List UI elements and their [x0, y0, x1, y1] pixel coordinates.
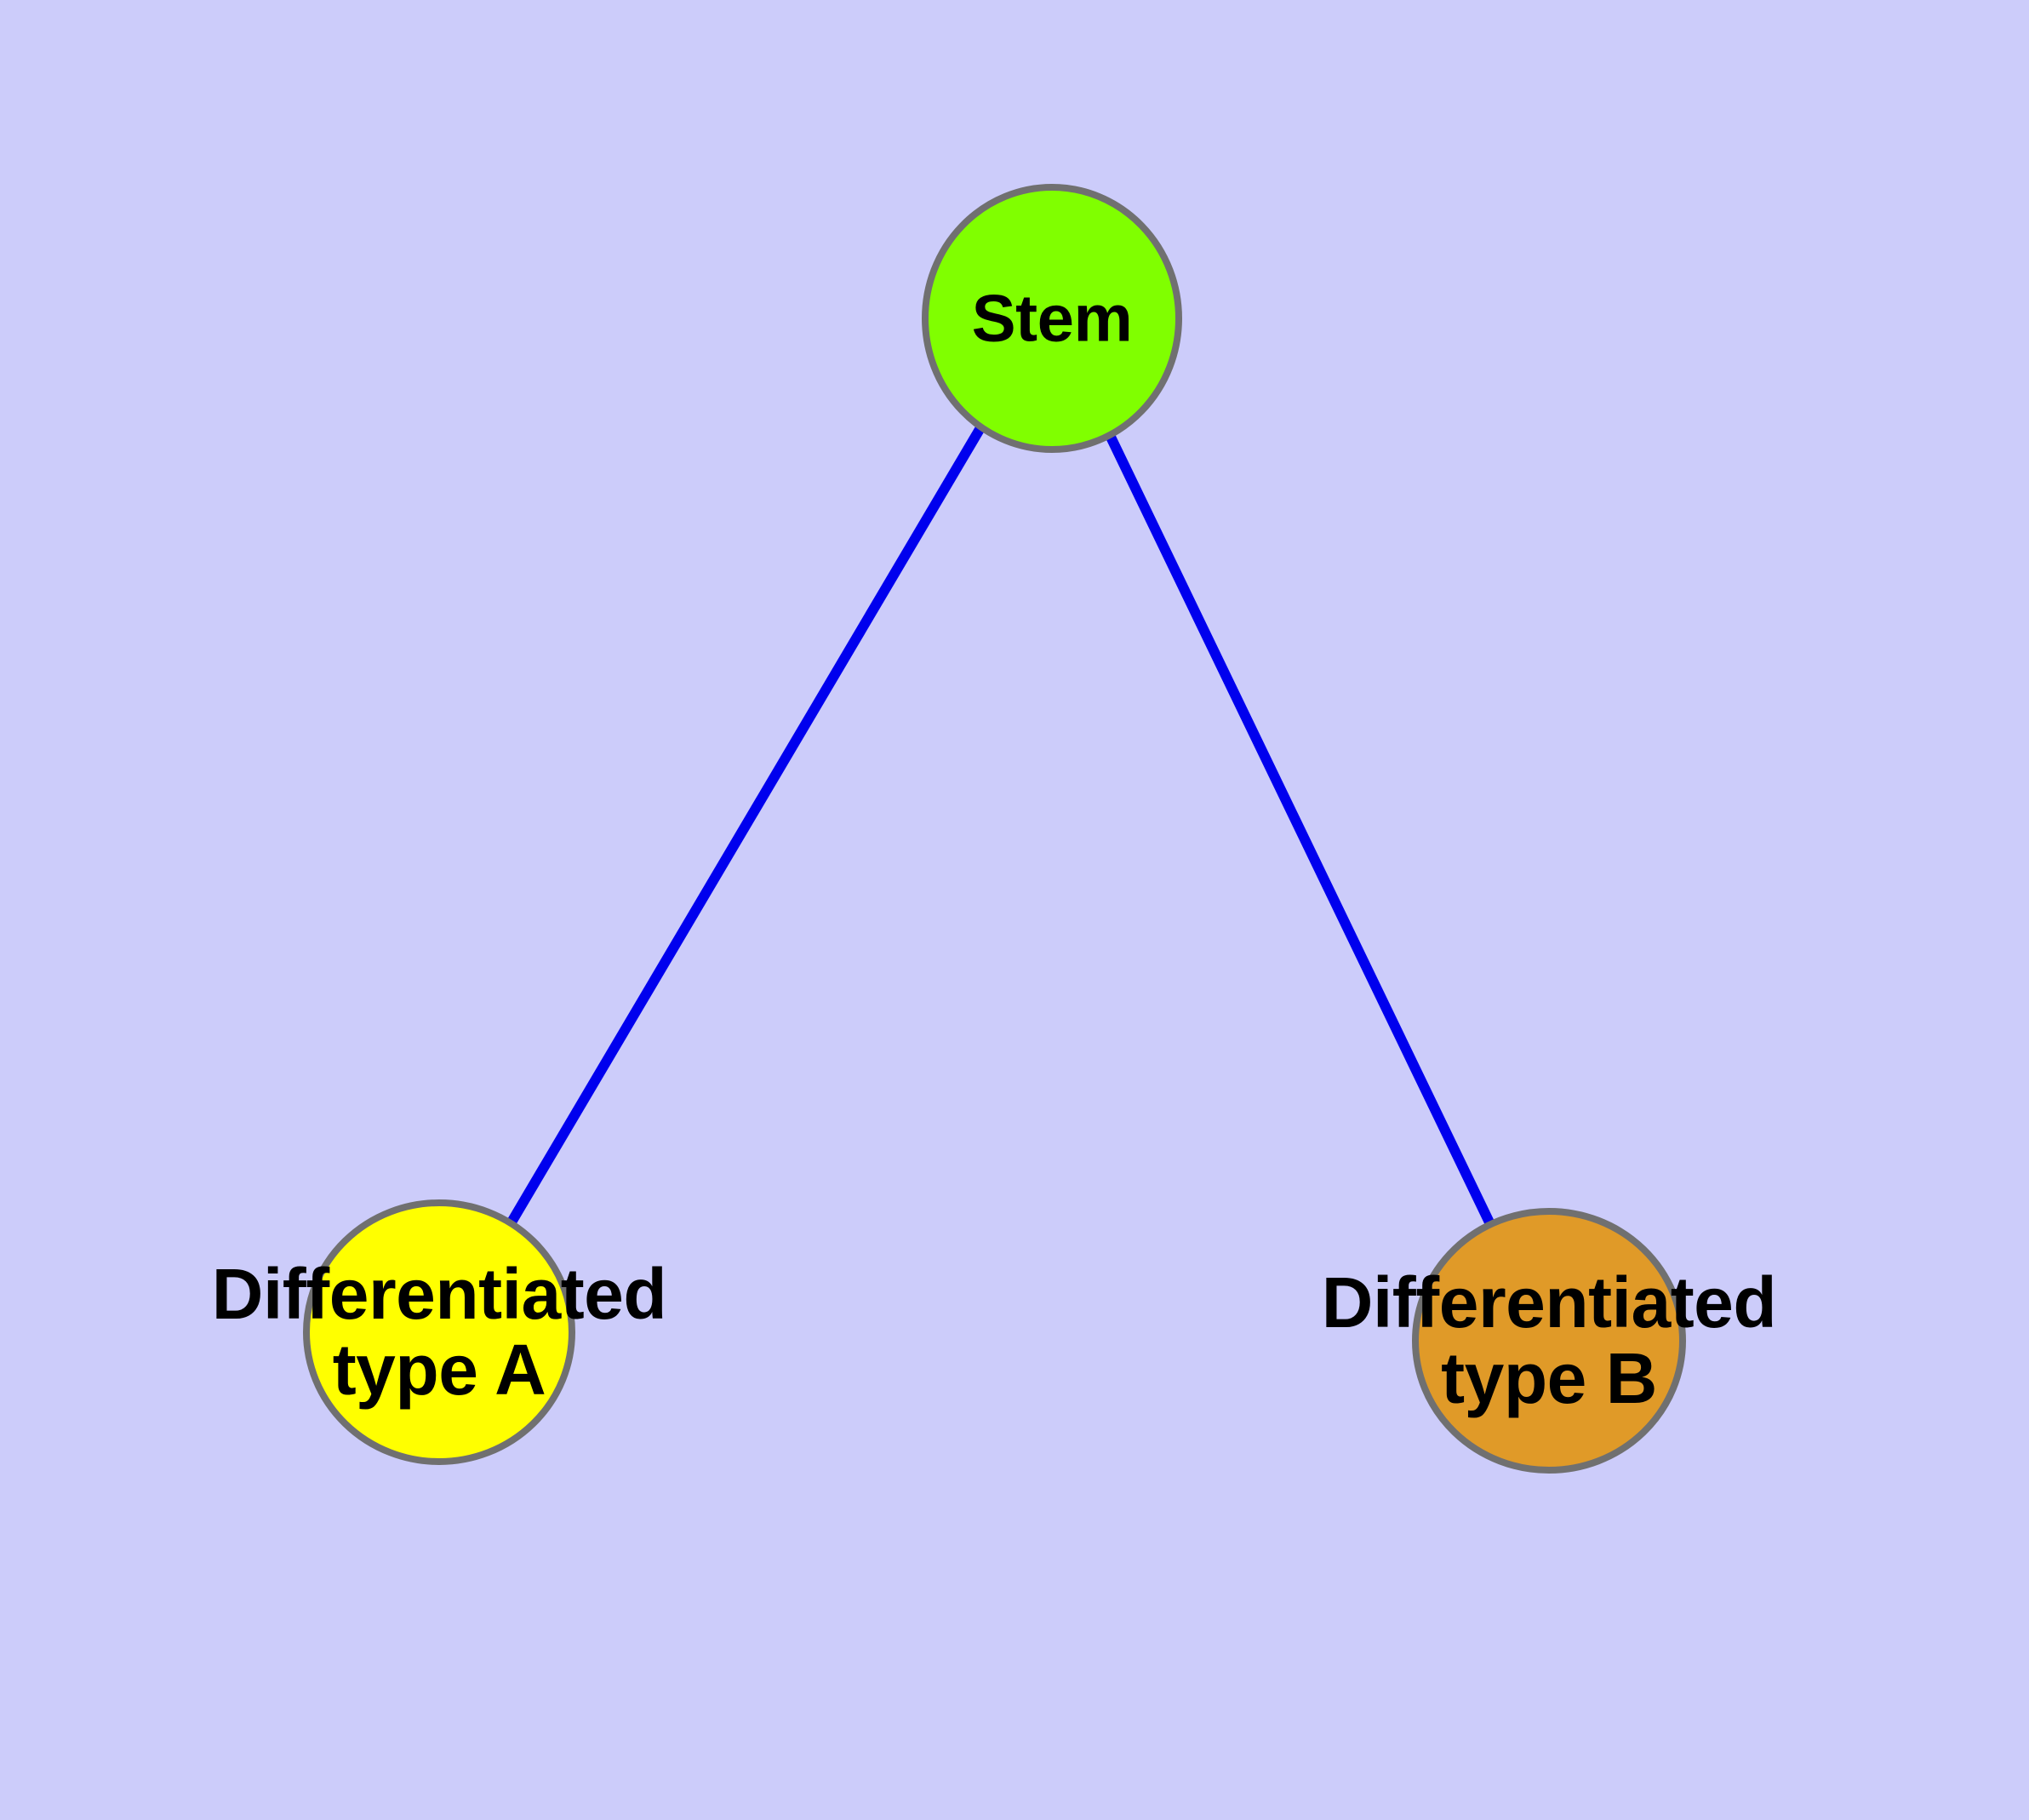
nodes-group	[303, 184, 1686, 1474]
graph-node-stem[interactable]	[922, 184, 1182, 453]
edges-group	[507, 423, 1495, 1227]
graph-edge-stem-to-diff-b[interactable]	[1102, 427, 1495, 1227]
graph-node-diff-a[interactable]	[303, 1199, 575, 1465]
graph-edge-stem-to-diff-a[interactable]	[507, 423, 986, 1224]
graph-node-diff-b[interactable]	[1412, 1208, 1686, 1474]
